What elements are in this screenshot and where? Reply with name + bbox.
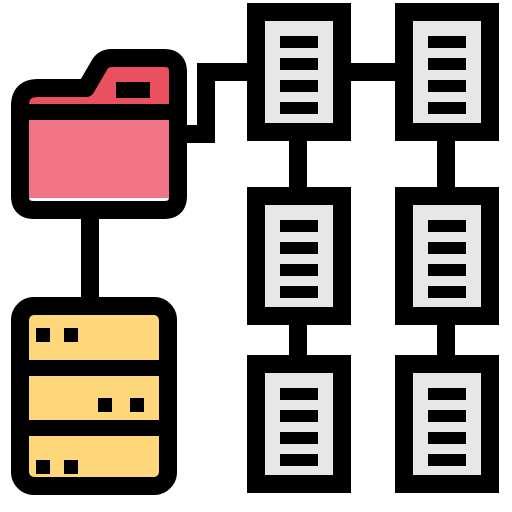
server-unit-3-led-b [64, 460, 78, 474]
document-icon [395, 187, 499, 325]
document-line [280, 36, 318, 48]
document-line [280, 286, 318, 298]
document-line [280, 102, 318, 114]
document-line [428, 264, 466, 276]
server-slots [36, 328, 144, 474]
document-sheet [395, 355, 499, 493]
server-unit-3-led-a [36, 460, 50, 474]
folder-label-slot [116, 82, 150, 98]
document-icon [247, 355, 351, 493]
folder-icon [11, 49, 187, 219]
document-line [428, 410, 466, 422]
document-line [280, 432, 318, 444]
document-line [280, 410, 318, 422]
document-line [280, 220, 318, 232]
document-sheet [247, 187, 351, 325]
document-line [280, 454, 318, 466]
document-line [280, 80, 318, 92]
server-unit-2-led-a [98, 398, 112, 412]
document-line [280, 388, 318, 400]
server-unit-1-led-a [36, 328, 50, 342]
document-icon [247, 187, 351, 325]
connector-folder-to-docs [178, 63, 252, 143]
document-line [280, 264, 318, 276]
server-icon [11, 297, 177, 495]
document-line [280, 242, 318, 254]
document-line [428, 36, 466, 48]
document-line [428, 220, 466, 232]
document-line [280, 58, 318, 70]
document-line [428, 432, 466, 444]
document-icon [395, 355, 499, 493]
document-line [428, 388, 466, 400]
server-outline [11, 297, 177, 495]
document-sheet [395, 3, 499, 141]
document-line [428, 242, 466, 254]
document-line [428, 80, 466, 92]
document-line [428, 286, 466, 298]
folder-body [18, 112, 176, 198]
document-line [428, 58, 466, 70]
server-unit-1-led-b [64, 328, 78, 342]
document-line [428, 454, 466, 466]
document-icon [247, 3, 351, 141]
server-unit-2-led-b [130, 398, 144, 412]
document-icon [395, 3, 499, 141]
folder-outline [11, 49, 187, 219]
document-line [428, 102, 466, 114]
server-body [20, 306, 168, 486]
document-grid [247, 3, 499, 493]
